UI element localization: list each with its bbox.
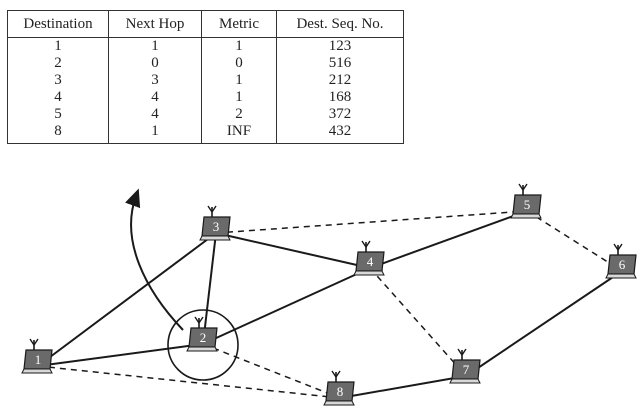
- node-1: 1: [21, 338, 53, 374]
- inactive-link-4-7: [369, 267, 467, 377]
- table-row: 4 4 1 168: [7, 89, 404, 106]
- links-layer: [37, 210, 623, 399]
- highlight-circle: [167, 309, 239, 381]
- cell-next-hop: 1: [108, 37, 202, 55]
- cell-destination: 8: [7, 123, 109, 144]
- laptop-icon: [325, 381, 355, 402]
- cell-metric: 1: [201, 37, 277, 55]
- node-label: 8: [337, 384, 344, 399]
- cell-destination: 3: [7, 72, 109, 89]
- table-row: 2 0 0 516: [7, 55, 404, 72]
- laptop-icon: [512, 194, 542, 215]
- cell-metric: 1: [201, 89, 277, 106]
- active-link-2-3: [202, 232, 217, 345]
- table-row: 5 4 2 372: [7, 106, 404, 123]
- cell-dest-seq-no: 123: [276, 37, 404, 55]
- inactive-link-5-6: [526, 210, 623, 272]
- cell-dest-seq-no: 212: [276, 72, 404, 89]
- column-header-next-hop: Next Hop: [108, 10, 202, 38]
- active-link-3-4: [215, 232, 371, 269]
- inactive-link-1-8: [37, 365, 341, 399]
- routing-table: Destination Next Hop Metric Dest. Seq. N…: [7, 10, 404, 144]
- cell-dest-seq-no: 516: [276, 55, 404, 72]
- laptop-icon: [23, 349, 53, 370]
- cell-next-hop: 4: [108, 89, 202, 106]
- node-label: 2: [200, 330, 207, 345]
- inactive-link-3-5: [215, 210, 528, 234]
- active-link-1-3: [37, 232, 217, 367]
- cell-dest-seq-no: 432: [276, 123, 404, 144]
- cell-metric: INF: [201, 123, 277, 144]
- laptop-icon: [451, 359, 481, 380]
- node-label: 1: [35, 352, 42, 367]
- active-link-7-6: [465, 270, 623, 377]
- node-6: 6: [605, 243, 637, 279]
- node-label: 3: [213, 219, 220, 234]
- cell-destination: 5: [7, 106, 109, 123]
- node-5: 5: [510, 183, 542, 219]
- node-7: 7: [449, 348, 481, 384]
- cell-next-hop: 0: [108, 55, 202, 72]
- column-header-metric: Metric: [201, 10, 277, 38]
- cell-destination: 1: [7, 37, 109, 55]
- active-link-1-2: [37, 343, 204, 367]
- column-header-destination: Destination: [7, 10, 109, 38]
- table-row: 8 1 INF 432: [7, 123, 404, 144]
- node-3: 3: [199, 205, 231, 241]
- table-pointer-arrow: [125, 188, 184, 331]
- laptop-icon: [607, 254, 637, 275]
- node-4: 4: [353, 240, 385, 276]
- cell-metric: 2: [201, 106, 277, 123]
- node-2: 2: [186, 316, 218, 352]
- cell-dest-seq-no: 168: [276, 89, 404, 106]
- active-link-4-5: [369, 210, 528, 269]
- nodes-layer: 1 2 3 4 5 6 7 8: [21, 183, 637, 406]
- cell-destination: 2: [7, 55, 109, 72]
- cell-metric: 1: [201, 72, 277, 89]
- node-label: 4: [367, 254, 374, 269]
- cell-next-hop: 3: [108, 72, 202, 89]
- cell-next-hop: 1: [108, 123, 202, 144]
- table-row: 3 3 1 212: [7, 72, 404, 89]
- column-header-dest-seq-no: Dest. Seq. No.: [276, 10, 404, 38]
- active-link-8-7: [339, 375, 467, 399]
- cell-next-hop: 4: [108, 106, 202, 123]
- cell-destination: 4: [7, 89, 109, 106]
- active-link-2-4: [202, 267, 371, 345]
- laptop-icon: [201, 216, 231, 237]
- node-label: 6: [619, 257, 626, 272]
- laptop-icon: [188, 327, 218, 348]
- cell-dest-seq-no: 372: [276, 106, 404, 123]
- node-8: 8: [323, 370, 355, 406]
- inactive-link-2-8: [202, 343, 341, 399]
- laptop-icon: [355, 251, 385, 272]
- node-label: 5: [524, 197, 531, 212]
- routing-table-header-row: Destination Next Hop Metric Dest. Seq. N…: [7, 10, 404, 38]
- node-label: 7: [463, 362, 470, 377]
- table-row: 1 1 1 123: [7, 37, 404, 55]
- cell-metric: 0: [201, 55, 277, 72]
